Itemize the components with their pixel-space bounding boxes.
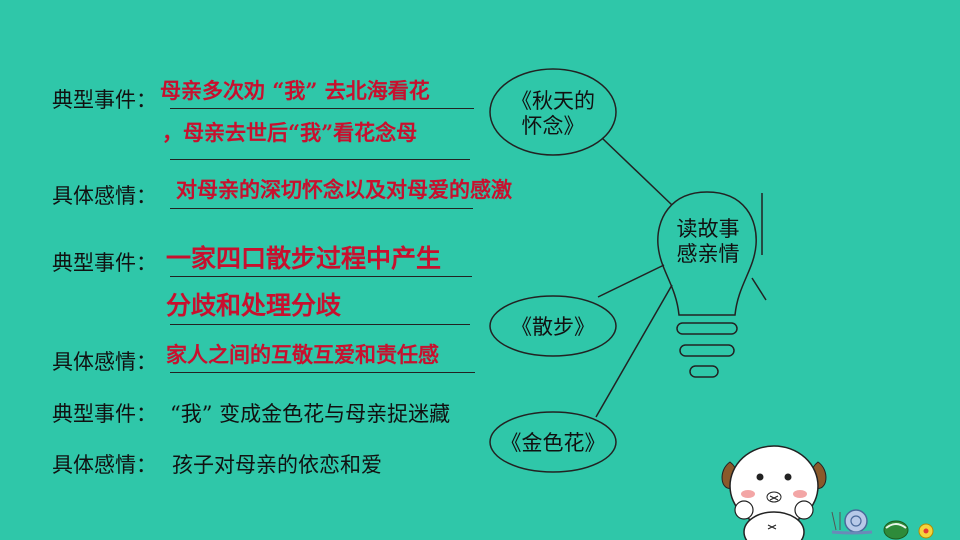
event-answer-2b: 分歧和处理分歧 — [166, 291, 342, 320]
event-label-1: 典型事件： — [52, 88, 157, 112]
book-title-autumn: 《秋天的 怀念》 — [498, 89, 608, 139]
connector-line-2 — [597, 264, 665, 298]
topic-line-2: 感亲情 — [676, 242, 740, 267]
book-title-walk: 《散步》 — [511, 315, 595, 339]
event-answer-1a: 母亲多次劝 “我” 去北海看花 — [160, 78, 430, 103]
snail-icon — [831, 509, 873, 535]
feeling-label-1: 具体感情： — [52, 184, 157, 208]
bulb-base-ring-3 — [689, 365, 719, 378]
feeling-label-3: 具体感情： — [52, 453, 157, 477]
feeling-answer-2: 家人之间的互敬互爱和责任感 — [166, 342, 439, 367]
event-answer-1b: ，母亲去世后“我”看花念母 — [162, 120, 418, 145]
bulb-outline — [657, 191, 757, 316]
book-title-autumn-line-1: 《秋天的 — [511, 89, 595, 113]
event-answer-3: “我” 变成金色花与母亲捉迷藏 — [170, 402, 451, 426]
event-answer-2a: 一家四口散步过程中产生 — [166, 244, 442, 273]
bulb-ray-diagonal — [751, 277, 767, 301]
book-ellipse-3 — [489, 411, 617, 473]
answer-underline — [170, 159, 470, 160]
feeling-answer-1: 对母亲的深切怀念以及对母爱的感激 — [176, 177, 512, 202]
flower-icon — [918, 523, 934, 539]
book-ellipse-1 — [489, 68, 617, 156]
book-title-autumn-line-2: 怀念》 — [521, 114, 585, 139]
book-title-golden-flower: 《金色花》 — [500, 431, 606, 455]
answer-underline — [170, 372, 475, 373]
connector-line-1 — [601, 137, 673, 206]
feeling-answer-3: 孩子对母亲的依恋和爱 — [172, 453, 382, 477]
ball-icon — [883, 520, 909, 540]
answer-underline — [170, 208, 473, 209]
answer-underline — [170, 324, 470, 325]
bulb-base-ring-2 — [679, 344, 735, 357]
event-label-2: 典型事件： — [52, 251, 157, 275]
topic-label: 读故事 感亲情 — [663, 217, 753, 267]
feeling-label-2: 具体感情： — [52, 350, 157, 374]
puppy-icon — [721, 445, 827, 540]
event-label-3: 典型事件： — [52, 402, 157, 426]
bulb-base-ring-1 — [676, 322, 738, 335]
book-ellipse-2 — [489, 295, 617, 357]
answer-underline — [170, 276, 472, 277]
answer-underline — [170, 108, 474, 109]
connector-line-3 — [595, 284, 673, 418]
topic-line-1: 读故事 — [676, 217, 740, 241]
